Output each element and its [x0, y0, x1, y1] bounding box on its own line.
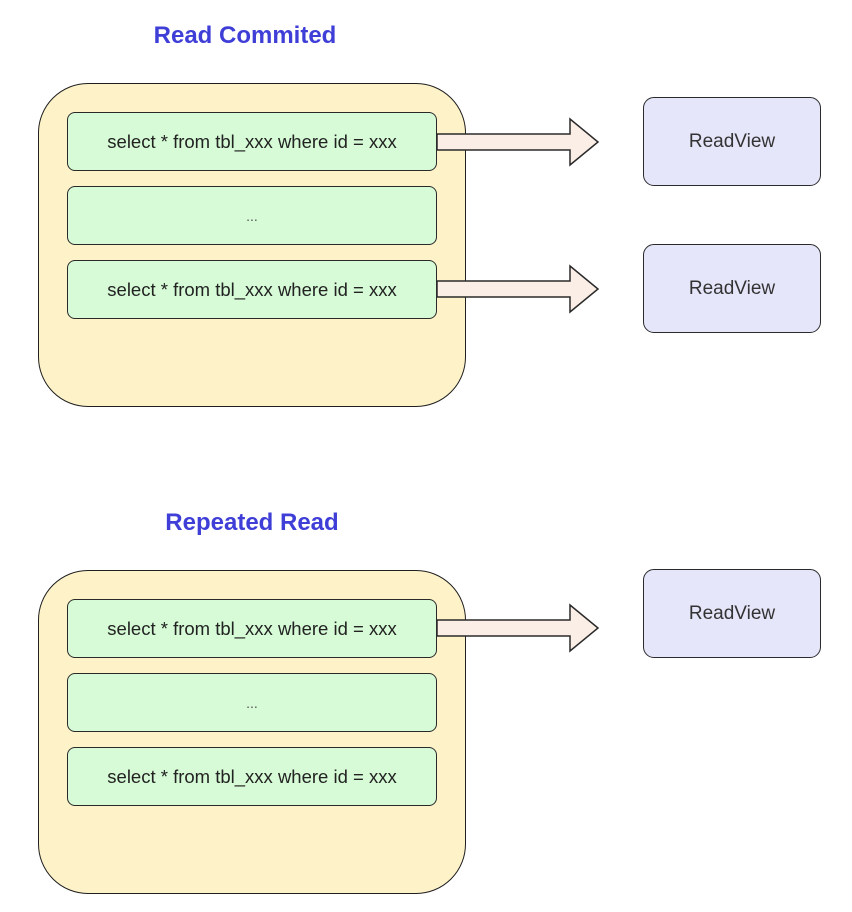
- query-box-ellipsis: ...: [67, 186, 437, 245]
- section-title-read-committed: Read Commited: [153, 22, 337, 49]
- query-box: select * from tbl_xxx where id = xxx: [67, 112, 437, 171]
- readview-box: ReadView: [643, 97, 821, 186]
- query-box: select * from tbl_xxx where id = xxx: [67, 747, 437, 806]
- query-box: select * from tbl_xxx where id = xxx: [67, 260, 437, 319]
- right-arrow-icon: [436, 603, 600, 653]
- section-title-repeated-read: Repeated Read: [165, 509, 339, 536]
- right-arrow-icon: [436, 264, 600, 314]
- transaction-container-repeated-read: select * from tbl_xxx where id = xxx ...…: [38, 570, 466, 894]
- readview-box: ReadView: [643, 569, 821, 658]
- transaction-container-read-committed: select * from tbl_xxx where id = xxx ...…: [38, 83, 466, 407]
- query-box-ellipsis: ...: [67, 673, 437, 732]
- readview-box: ReadView: [643, 244, 821, 333]
- query-box: select * from tbl_xxx where id = xxx: [67, 599, 437, 658]
- right-arrow-icon: [436, 117, 600, 167]
